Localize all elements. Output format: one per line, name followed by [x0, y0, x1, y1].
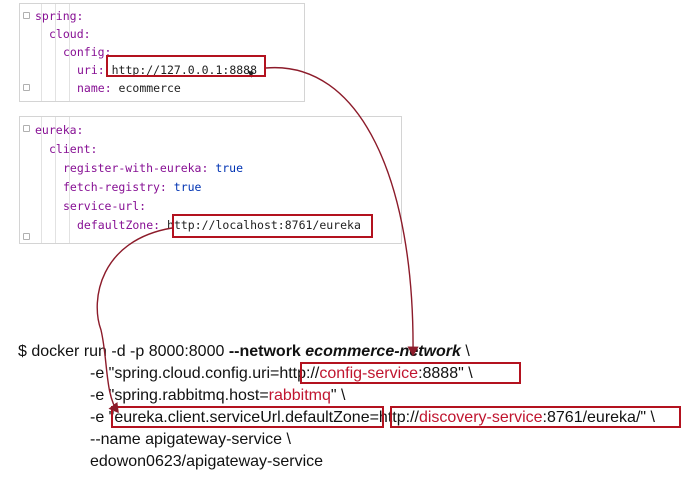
command-line: --name apigateway-service \: [90, 431, 291, 448]
yaml-key: eureka:: [35, 123, 84, 137]
yaml-key: defaultZone:: [77, 218, 168, 232]
indent-guide: [55, 117, 56, 243]
discovery-service-url-highlight-box: [390, 406, 681, 428]
yaml-key: cloud:: [49, 27, 91, 41]
yaml-value: true: [215, 161, 244, 175]
yaml-line: config:: [63, 43, 111, 61]
command-line: -e "eureka.client.serviceUrl.defaultZone…: [90, 407, 655, 429]
yaml-line: service-url:: [63, 197, 146, 215]
yaml-key: uri:: [77, 63, 112, 77]
network-flag: --network: [228, 343, 306, 360]
yaml-line: spring:: [35, 7, 83, 25]
env-eureka-prefix: -e "eureka.client.serviceUrl.defaultZone…: [90, 409, 419, 426]
indent-guide: [41, 4, 42, 101]
indent-guide: [69, 4, 70, 101]
fold-icon[interactable]: [23, 125, 30, 132]
fold-icon[interactable]: [23, 12, 30, 19]
yaml-value: true: [173, 180, 202, 194]
config-yaml-panel: spring: cloud: config: uri: http://127.0…: [19, 3, 305, 102]
command-line: edowon0623/apigateway-service: [90, 453, 324, 470]
command-line: $ docker run -d -p 8000:8000 --network e…: [18, 341, 470, 363]
yaml-key: fetch-registry:: [63, 180, 174, 194]
yaml-value: http://127.0.0.1:8888: [111, 63, 258, 77]
line-continuation: \: [460, 343, 470, 360]
yaml-key: client:: [49, 142, 98, 156]
network-name: ecommerce-network: [305, 343, 461, 360]
command-prefix: $ docker run -d -p 8000:8000: [18, 343, 229, 360]
yaml-line: eureka:: [35, 121, 83, 139]
yaml-line: client:: [49, 140, 97, 158]
indent-guide: [41, 117, 42, 243]
command-line: -e "spring.rabbitmq.host=rabbitmq" \: [90, 385, 345, 407]
env-config-suffix: :8888" \: [418, 365, 473, 382]
fold-gutter: [20, 4, 34, 101]
indent-guide: [69, 117, 70, 243]
fold-icon[interactable]: [23, 233, 30, 240]
yaml-line: uri: http://127.0.0.1:8888: [77, 61, 257, 79]
fold-icon[interactable]: [23, 84, 30, 91]
env-eureka-suffix: :8761/eureka/" \: [542, 409, 655, 426]
config-service-host: config-service: [319, 365, 419, 382]
discovery-service-host: discovery-service: [418, 409, 543, 426]
yaml-line: register-with-eureka: true: [63, 159, 243, 177]
yaml-key: service-url:: [63, 199, 147, 213]
yaml-line: fetch-registry: true: [63, 178, 201, 196]
yaml-line: name: ecommerce: [77, 79, 181, 97]
yaml-key: spring:: [35, 9, 84, 23]
default-zone-highlight-box: [172, 214, 373, 238]
docker-command: $ docker run -d -p 8000:8000 --network e…: [18, 341, 655, 495]
yaml-line: cloud:: [49, 25, 91, 43]
env-rabbit-suffix: " \: [330, 387, 346, 404]
env-rabbit-prefix: -e "spring.rabbitmq.host=: [90, 387, 269, 404]
config-uri-highlight-box: [106, 55, 266, 77]
yaml-value: ecommerce: [118, 81, 181, 95]
indent-guide: [55, 4, 56, 101]
env-config-prefix: -e "spring.cloud.config.uri=http://: [90, 365, 320, 382]
yaml-key: config:: [63, 45, 112, 59]
rabbitmq-host: rabbitmq: [268, 387, 331, 404]
config-service-url-highlight-box: [300, 362, 521, 384]
yaml-key: register-with-eureka:: [63, 161, 216, 175]
eureka-property-highlight-box: [111, 406, 384, 428]
yaml-key: name:: [77, 81, 119, 95]
fold-gutter: [20, 117, 34, 243]
